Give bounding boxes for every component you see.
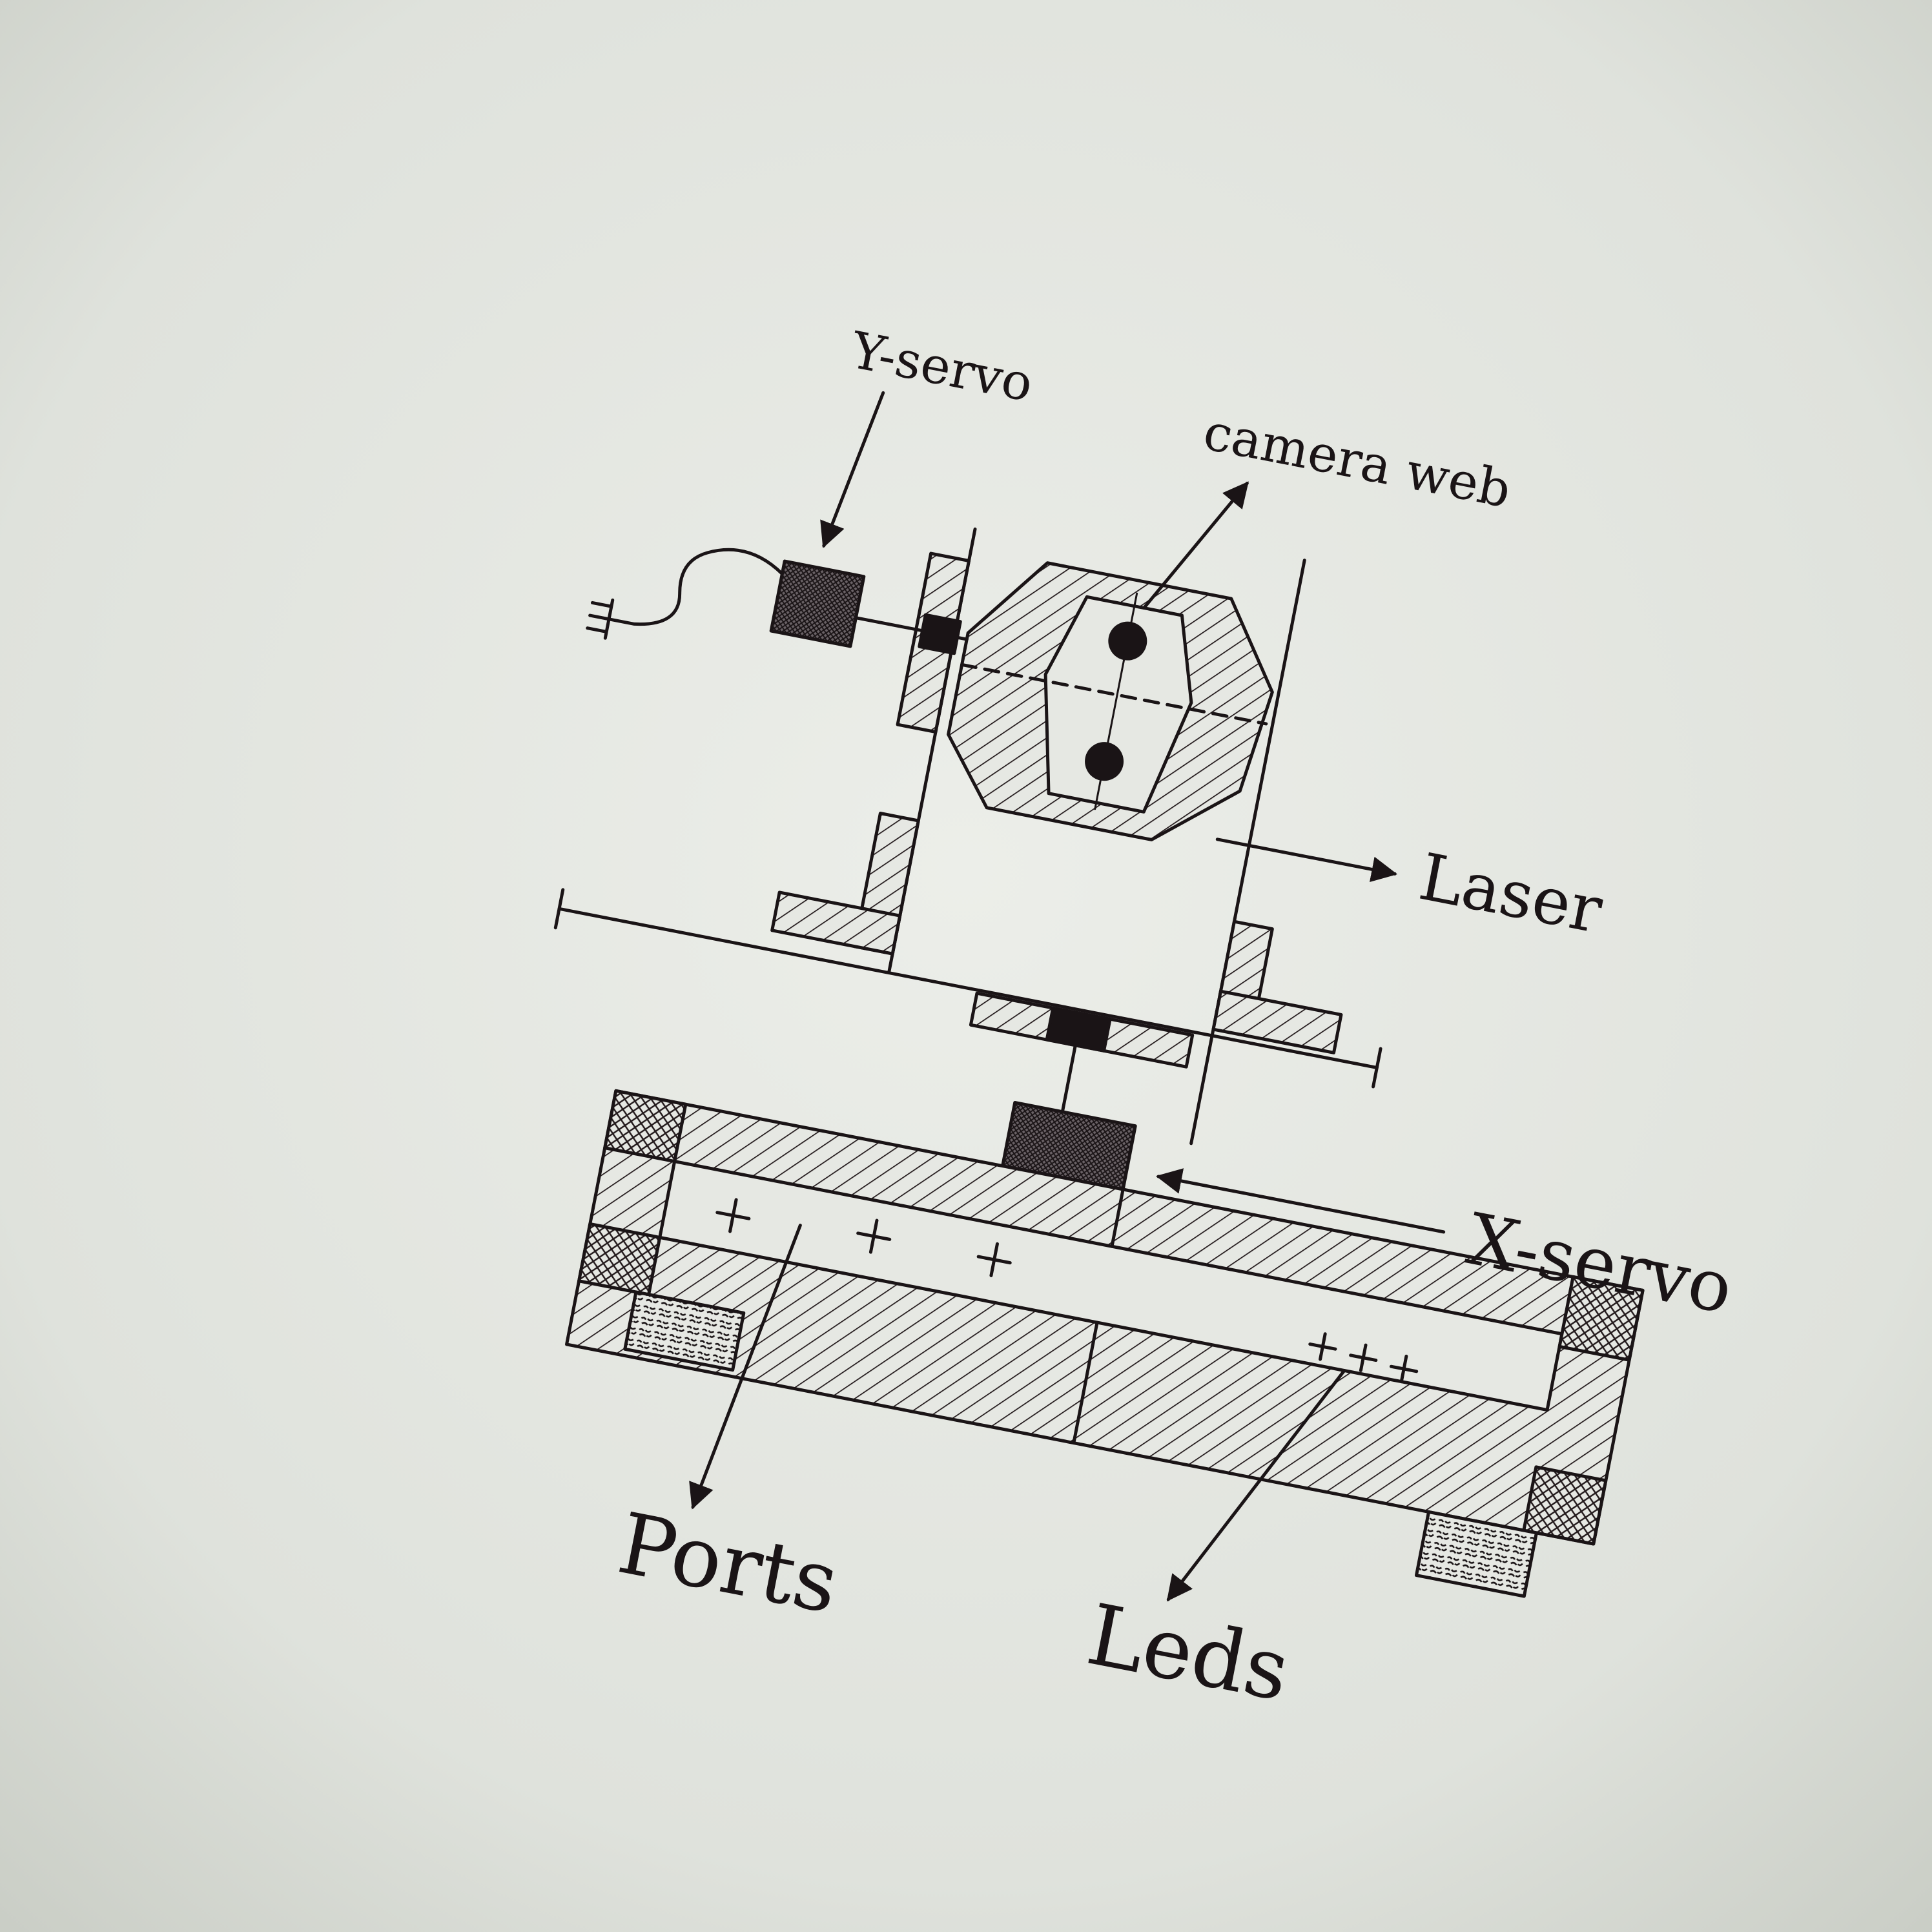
- y-servo-body: [771, 561, 864, 646]
- y-axle-joint: [920, 615, 961, 653]
